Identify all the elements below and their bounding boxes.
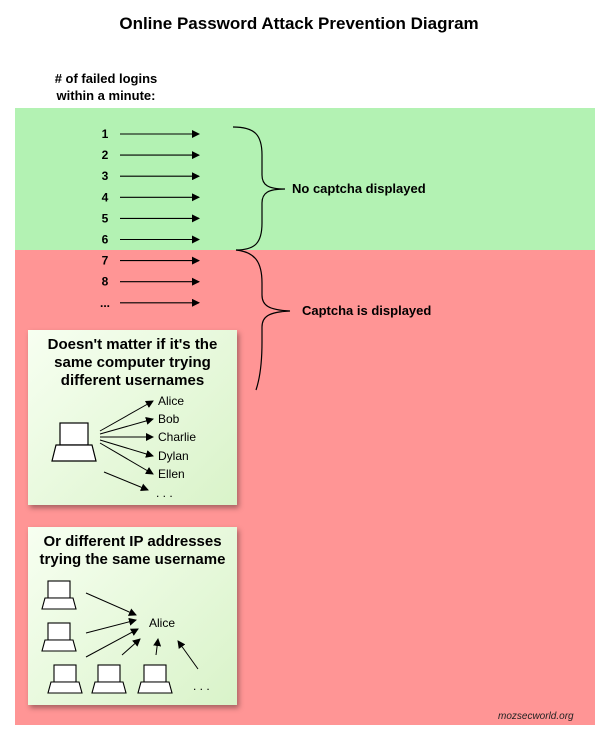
arrow-icon xyxy=(99,400,154,432)
laptop-icon xyxy=(41,580,77,610)
arrow-icon xyxy=(99,417,154,435)
different-ips-title: Or different IP addresses trying the sam… xyxy=(39,533,226,568)
failed-login-count: 5 xyxy=(102,211,109,225)
arrow-icon xyxy=(85,617,137,634)
failed-login-count: 6 xyxy=(102,233,109,247)
arrow-icon xyxy=(99,439,154,458)
username-label: Dylan xyxy=(158,449,189,463)
laptop-icon xyxy=(137,664,173,694)
username-label: Bob xyxy=(158,412,180,426)
arrow-icon xyxy=(85,628,139,658)
failed-login-count: 3 xyxy=(102,169,109,183)
more-usernames: . . . xyxy=(156,486,173,500)
brace-icon xyxy=(235,249,291,391)
failed-logins-label: # of failed logins within a minute: xyxy=(54,71,158,103)
failed-login-count: 1 xyxy=(102,127,109,141)
same-computer-card: Doesn't matter if it's the same computer… xyxy=(28,330,237,505)
target-username: Alice xyxy=(149,616,175,630)
username-label: Ellen xyxy=(158,467,185,481)
different-ips-illustration: Alice . . . xyxy=(41,580,210,694)
captcha-label: Captcha is displayed xyxy=(302,303,431,318)
laptop-icon xyxy=(41,622,77,652)
arrow-icon xyxy=(153,638,162,656)
arrow-icon xyxy=(121,638,141,656)
more-addresses: . . . xyxy=(193,679,210,693)
laptop-icon xyxy=(51,422,97,462)
same-computer-title: Doesn't matter if it's the same computer… xyxy=(47,336,218,389)
arrow-icon xyxy=(99,442,154,475)
failed-login-count: 2 xyxy=(102,148,109,162)
failed-login-count: 7 xyxy=(102,254,109,268)
arrow-icon xyxy=(103,471,149,492)
username-label: Alice xyxy=(158,394,184,408)
brace-icon xyxy=(232,126,286,251)
failed-login-count: 8 xyxy=(102,275,109,289)
arrow-icon xyxy=(177,640,199,670)
different-ips-card: Or different IP addresses trying the sam… xyxy=(28,527,237,705)
diagram-title: Online Password Attack Prevention Diagra… xyxy=(119,14,479,33)
laptop-icon xyxy=(47,664,83,694)
no-captcha-label: No captcha displayed xyxy=(292,181,426,196)
source-watermark: mozsecworld.org xyxy=(498,711,574,722)
failed-login-count: ... xyxy=(100,296,110,310)
laptop-icon xyxy=(91,664,127,694)
failed-login-count: 4 xyxy=(102,190,109,204)
username-label: Charlie xyxy=(158,430,196,444)
arrow-icon xyxy=(85,592,137,616)
no-captcha-zone xyxy=(15,108,595,250)
